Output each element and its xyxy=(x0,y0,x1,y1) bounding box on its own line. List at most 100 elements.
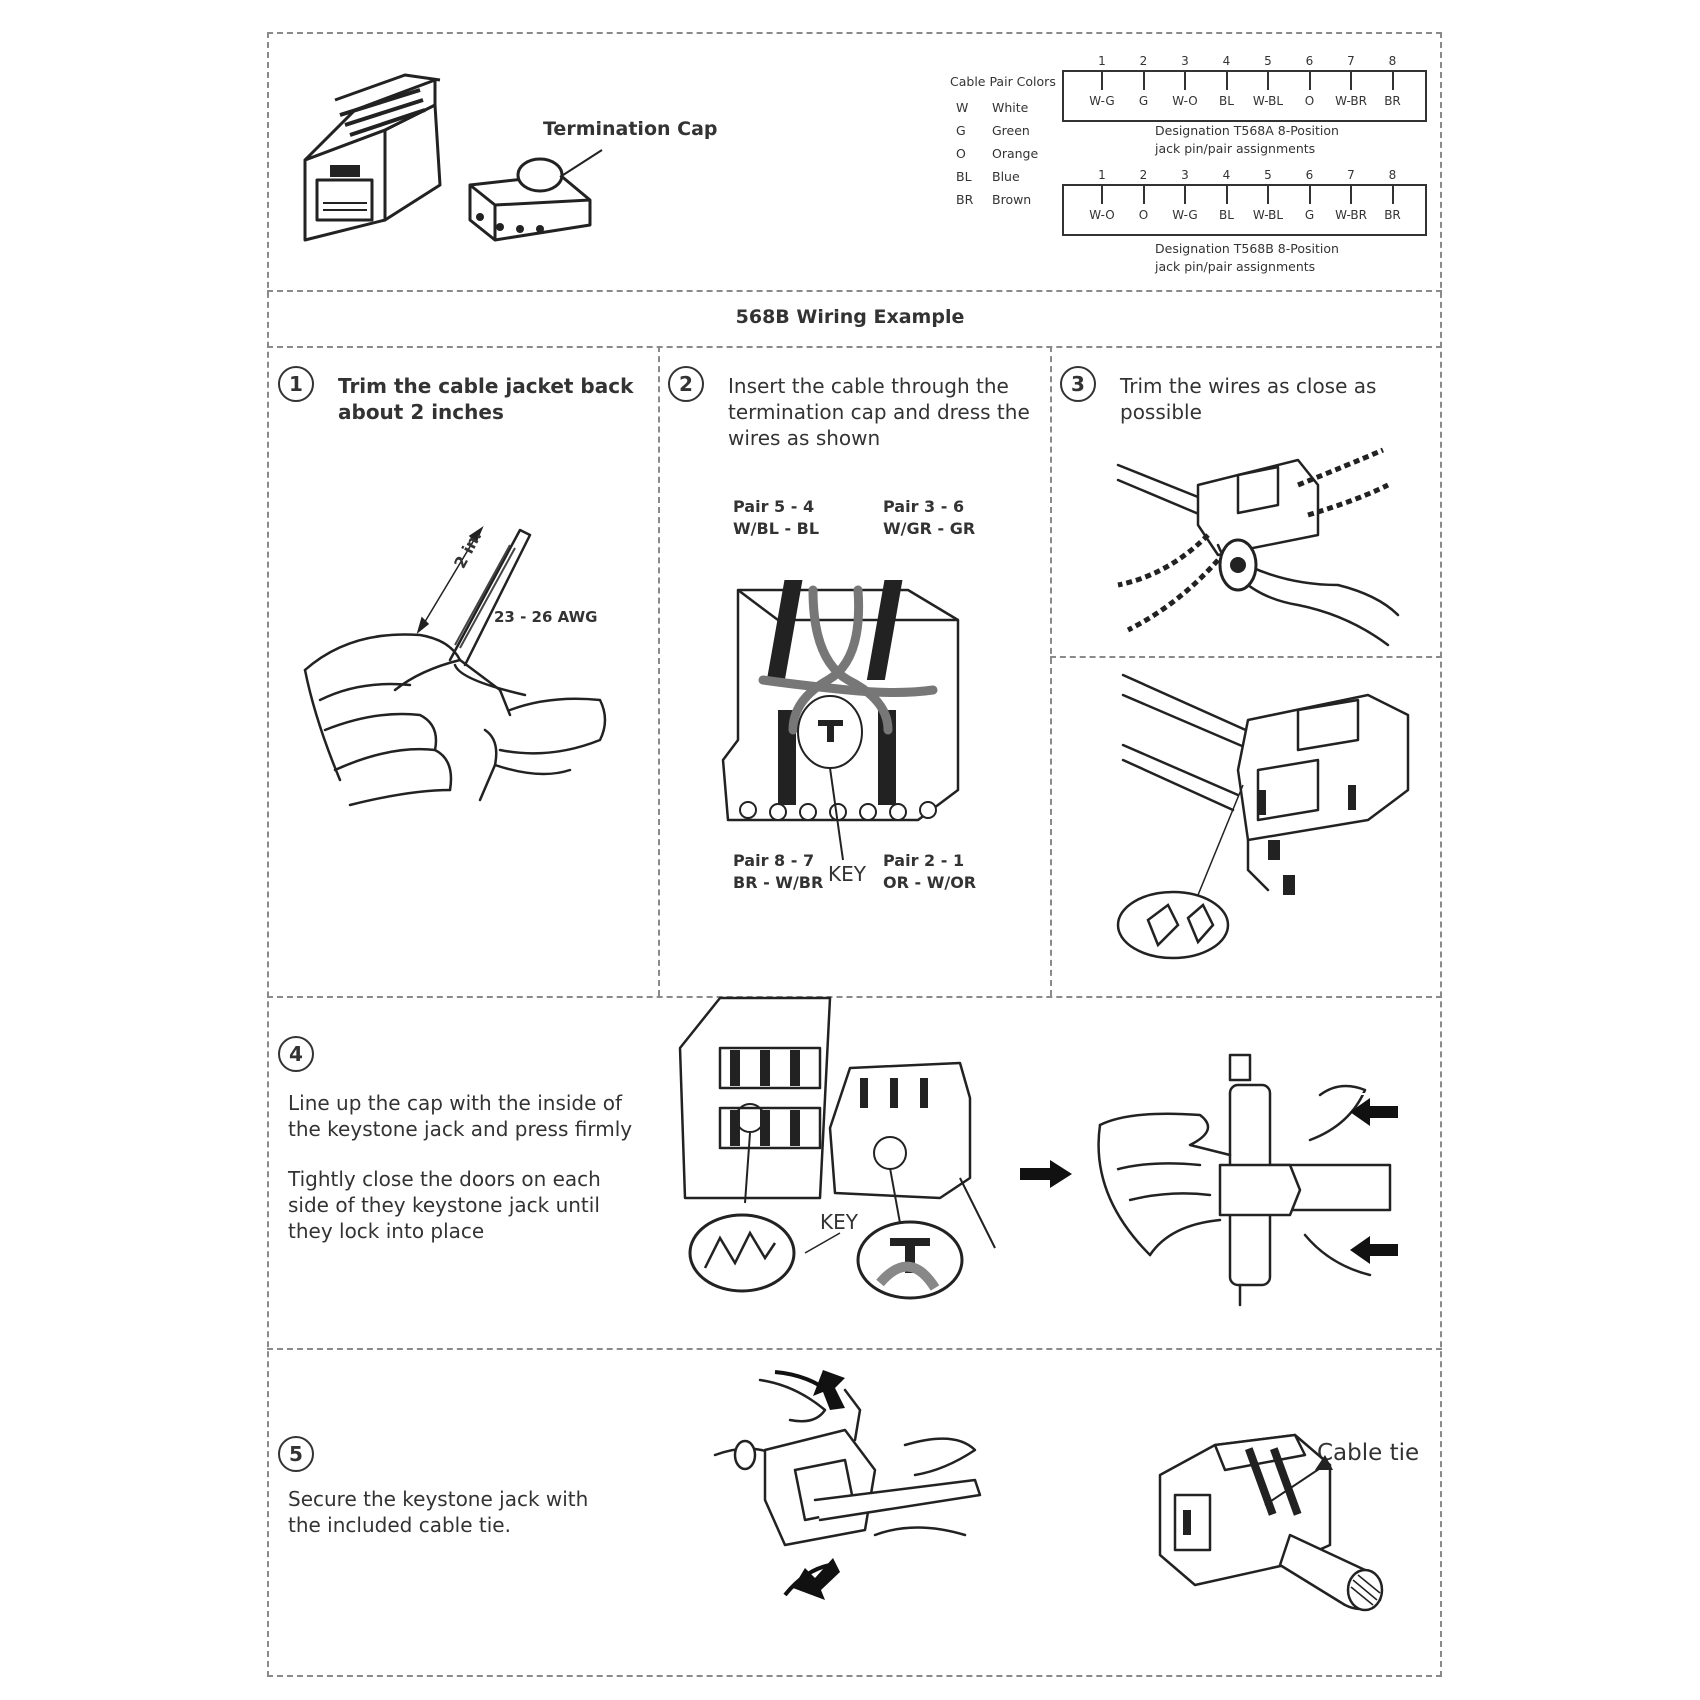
key-label-step4: KEY xyxy=(820,1210,858,1234)
key-label: KEY xyxy=(828,862,866,886)
section-title: 568B Wiring Example xyxy=(735,306,965,328)
trimmed-wires-illustration xyxy=(1116,673,1410,960)
pin-label: W-BL xyxy=(1252,94,1284,108)
pin-number: 2 xyxy=(1139,54,1148,68)
step-4-number: 4 xyxy=(278,1036,314,1072)
pin-label: BL xyxy=(1219,94,1234,108)
pin-number: 2 xyxy=(1139,168,1148,182)
pin-tick xyxy=(1308,184,1311,204)
divider-step2-3 xyxy=(1050,346,1052,996)
instruction-sheet xyxy=(267,32,1442,1677)
pin-tick xyxy=(1308,70,1311,90)
pin-tick xyxy=(1350,70,1352,90)
legend-title: Cable Pair Colors xyxy=(950,74,1056,89)
pin-tick xyxy=(1184,70,1186,90)
pin-number: 8 xyxy=(1388,168,1397,182)
t568b-pin-box xyxy=(1062,184,1427,236)
pin-number: 5 xyxy=(1264,168,1272,182)
pin-number: 7 xyxy=(1347,168,1355,182)
step-1-number: 1 xyxy=(278,366,314,402)
pin-label: W-G xyxy=(1089,94,1115,108)
pin-label: BR xyxy=(1384,94,1401,108)
keystone-jack-illustration xyxy=(303,73,442,242)
pin-tick xyxy=(1225,184,1228,204)
pin-number: 3 xyxy=(1181,54,1189,68)
pin-label: O xyxy=(1138,208,1149,222)
divider-title xyxy=(267,346,1442,348)
arrow-right-icon xyxy=(1020,1160,1072,1188)
step-5-number: 5 xyxy=(278,1436,314,1472)
pin-number: 7 xyxy=(1347,54,1355,68)
termination-cap-wiring-illustration xyxy=(721,580,960,861)
pin-label: G xyxy=(1138,94,1149,108)
secure-cable-tie-illustration xyxy=(713,1370,982,1600)
pin-tick xyxy=(1142,70,1145,90)
arrow-left-lower-icon xyxy=(1350,1236,1398,1264)
pin-label: O xyxy=(1304,94,1315,108)
pin-label: W-BL xyxy=(1252,208,1284,222)
pin-number: 1 xyxy=(1098,54,1106,68)
pin-tick xyxy=(1391,70,1394,90)
pin-number: 6 xyxy=(1305,168,1314,182)
pin-label: W-BR xyxy=(1335,208,1367,222)
pin-tick xyxy=(1184,184,1186,204)
divider-steps-row1 xyxy=(267,996,1442,998)
pin-label: W-O xyxy=(1172,94,1198,108)
pin-label: W-BR xyxy=(1335,94,1367,108)
pin-label: G xyxy=(1304,208,1315,222)
pin-tick xyxy=(1225,70,1228,90)
pin-tick xyxy=(1267,70,1269,90)
pin-tick xyxy=(1350,184,1352,204)
awg-label: 23 - 26 AWG xyxy=(494,608,598,626)
pin-label: BL xyxy=(1219,208,1234,222)
wire-trim-illustration xyxy=(1116,447,1400,647)
cap-alignment-illustration xyxy=(678,996,996,1300)
divider-step4 xyxy=(267,1348,1442,1350)
pin-tick xyxy=(1142,184,1145,204)
pin-tick xyxy=(1267,184,1269,204)
press-jack-illustration xyxy=(1097,1053,1395,1307)
cable-tie-label: Cable tie xyxy=(1317,1440,1420,1466)
pin-number: 8 xyxy=(1388,54,1397,68)
pin-number: 4 xyxy=(1222,168,1231,182)
t568a-pin-box xyxy=(1062,70,1427,122)
pin-number: 4 xyxy=(1222,54,1231,68)
pin-number: 6 xyxy=(1305,54,1314,68)
arrow-left-upper-icon xyxy=(1350,1098,1398,1126)
step-2-number: 2 xyxy=(668,366,704,402)
divider-step3-inner xyxy=(1050,656,1442,658)
pin-label: BR xyxy=(1384,208,1401,222)
cable-trim-illustration xyxy=(303,525,607,807)
pin-number: 3 xyxy=(1181,168,1189,182)
termination-cap-label: Termination Cap xyxy=(543,118,718,140)
pin-label: W-O xyxy=(1089,208,1115,222)
pin-number: 5 xyxy=(1264,54,1272,68)
pin-tick xyxy=(1101,184,1103,204)
pin-tick xyxy=(1391,184,1394,204)
pin-label: W-G xyxy=(1172,208,1198,222)
divider-header xyxy=(267,290,1442,292)
keystone-with-cable-tie-illustration xyxy=(1158,1433,1384,1612)
pin-number: 1 xyxy=(1098,168,1106,182)
pin-tick xyxy=(1101,70,1103,90)
termination-cap-illustration xyxy=(468,149,603,242)
step-3-number: 3 xyxy=(1060,366,1096,402)
divider-step1-2 xyxy=(658,346,660,996)
